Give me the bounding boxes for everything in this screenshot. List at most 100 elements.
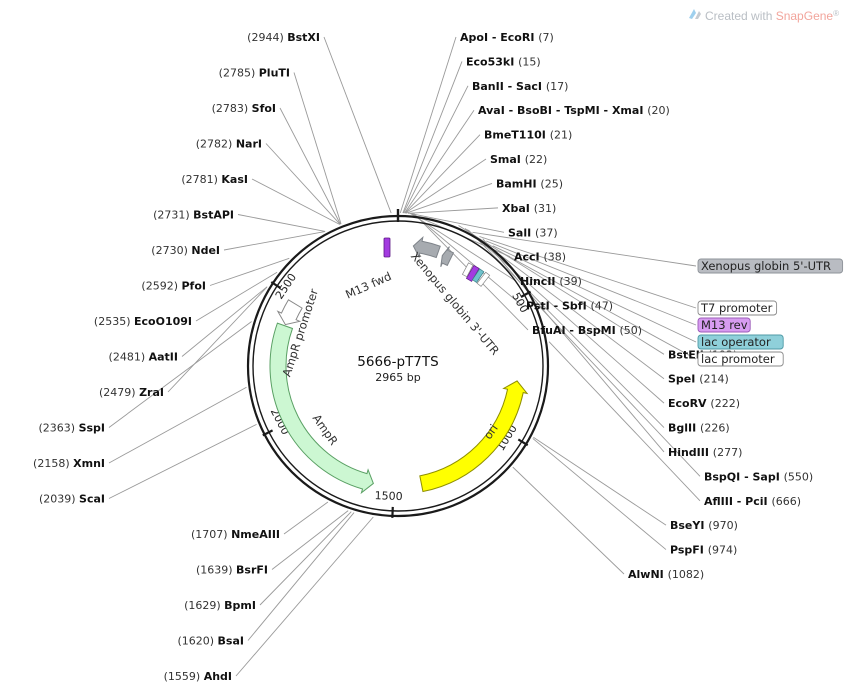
enzyme-callout-line <box>293 72 342 225</box>
enzyme-label[interactable]: BfuAI - BspMI (50) <box>532 324 642 337</box>
enzyme-callout-line <box>271 510 349 570</box>
promoter-cluster[interactable] <box>461 262 491 287</box>
xenopus-globin-5utr-feature[interactable] <box>440 246 455 268</box>
enzyme-callout-line <box>538 305 701 477</box>
tick-label: 1500 <box>374 489 402 503</box>
ampr-promoter-feature[interactable] <box>276 299 303 326</box>
enzyme-label[interactable]: (2781) KasI <box>181 173 248 186</box>
enzyme-label[interactable]: HincII (39) <box>520 275 582 288</box>
enzyme-label[interactable]: BglII (226) <box>668 422 730 435</box>
enzyme-callout-line <box>402 61 463 214</box>
features <box>269 235 529 495</box>
legend-callout-line <box>486 240 697 326</box>
enzyme-callout-line <box>482 238 665 453</box>
legend-item[interactable]: lac promoter <box>697 351 784 367</box>
legend-callout-line <box>472 231 697 267</box>
enzyme-callout-line <box>404 109 475 214</box>
enzyme-label[interactable]: (2479) ZraI <box>99 386 164 399</box>
enzyme-label[interactable]: (2730) NdeI <box>151 244 220 257</box>
enzyme-callout-line <box>108 321 252 428</box>
snapgene-logo-icon <box>689 9 701 19</box>
legend-swatch <box>697 300 778 316</box>
enzyme-label[interactable]: BamHI (25) <box>496 177 563 190</box>
xenopus-3utr-label: Xenopus globin 3'-UTR <box>408 249 502 358</box>
legend-label: lac promoter <box>701 352 775 366</box>
enzyme-label[interactable]: (2782) NarI <box>196 138 262 151</box>
plasmid-size: 2965 bp <box>375 371 420 384</box>
enzyme-label[interactable]: (1629) BpmI <box>184 599 256 612</box>
enzyme-label[interactable]: (1620) BsaI <box>177 635 244 648</box>
ampr-feature[interactable] <box>269 322 374 495</box>
enzyme-label[interactable]: Eco53kI (15) <box>466 55 541 68</box>
enzyme-label[interactable]: PspFI (974) <box>670 544 737 557</box>
enzyme-callout-line <box>237 214 326 232</box>
enzyme-label[interactable]: BseYI (970) <box>670 519 738 532</box>
enzyme-label[interactable]: PstI - SbfI (47) <box>526 300 613 313</box>
xenopus-globin-3utr-feature[interactable] <box>412 235 441 259</box>
legend-swatch <box>697 258 844 274</box>
m13-fwd-feature[interactable] <box>383 237 391 258</box>
enzyme-callout-line <box>265 143 341 225</box>
enzyme-label[interactable]: (1559) AhdI <box>164 670 232 683</box>
enzyme-label[interactable]: (2785) PluTI <box>219 67 290 80</box>
enzyme-label[interactable]: EcoRV (222) <box>668 397 740 410</box>
enzyme-label[interactable]: SmaI (22) <box>490 153 547 166</box>
legend-label: Xenopus globin 5'-UTR <box>701 259 831 273</box>
enzyme-callout-line <box>412 213 523 306</box>
tick-mark <box>517 438 529 447</box>
enzyme-callout-line <box>259 511 352 606</box>
enzyme-label[interactable]: (2039) ScaI <box>39 493 105 506</box>
enzyme-callout-line <box>251 178 341 225</box>
enzyme-callout-line <box>404 158 487 214</box>
enzyme-callout-line <box>533 436 667 526</box>
legend-item[interactable]: T7 promoter <box>697 300 778 316</box>
enzyme-label[interactable]: (2783) SfoI <box>212 102 276 115</box>
enzyme-label[interactable]: HindIII (277) <box>668 446 742 459</box>
legend-swatch <box>697 334 784 350</box>
enzyme-label[interactable]: AflIII - PciI (666) <box>704 495 801 508</box>
enzyme-label[interactable]: BspQI - SapI (550) <box>704 470 813 483</box>
enzyme-label[interactable]: BmeT110I (21) <box>484 129 572 142</box>
enzyme-callout-line <box>323 36 392 214</box>
enzyme-label[interactable]: (1639) BsrFI <box>196 564 268 577</box>
enzyme-label[interactable]: (1707) NmeAIII <box>191 528 280 541</box>
enzyme-callout-line <box>458 225 665 355</box>
enzyme-callout-line <box>108 386 247 464</box>
enzyme-callout-line <box>512 466 625 575</box>
enzyme-label[interactable]: (2363) SspI <box>38 422 105 435</box>
enzyme-label[interactable]: (2592) PfoI <box>141 280 206 293</box>
enzyme-label[interactable]: XbaI (31) <box>502 202 556 215</box>
enzyme-label[interactable]: (2731) BstAPI <box>153 209 234 222</box>
enzyme-callout-line <box>548 341 701 502</box>
enzyme-label[interactable]: SpeI (214) <box>668 373 729 386</box>
legend-callout-line <box>498 250 697 360</box>
legend-item[interactable]: lac operator <box>697 334 784 350</box>
legend-swatch <box>697 351 784 367</box>
enzyme-callout-line <box>247 512 355 641</box>
enzyme-label[interactable]: (2158) XmnI <box>33 457 105 470</box>
legend-item[interactable]: Xenopus globin 5'-UTR <box>697 258 844 274</box>
legend-label: T7 promoter <box>700 301 773 315</box>
enzyme-label[interactable]: (2535) EcoO109I <box>94 315 192 328</box>
legend-item[interactable]: M13 rev <box>697 317 751 333</box>
enzyme-label[interactable]: AccI (38) <box>514 251 566 264</box>
enzyme-label[interactable]: SalI (37) <box>508 226 558 239</box>
legend-callout-line <box>479 236 697 309</box>
enzyme-label[interactable]: BanII - SacI (17) <box>472 80 568 93</box>
snapgene-credit: Created with SnapGene® <box>689 9 839 23</box>
enzyme-callout-line <box>195 271 278 322</box>
enzyme-label[interactable]: AvaI - BsoBI - TspMI - XmaI (20) <box>478 104 670 117</box>
ori-feature[interactable] <box>419 380 529 493</box>
enzyme-label[interactable]: (2481) AatII <box>109 351 178 364</box>
enzyme-callout-line <box>283 501 329 535</box>
enzyme-callout-line <box>279 107 341 225</box>
tick-mark <box>520 290 532 298</box>
enzyme-callout-line <box>108 423 257 499</box>
enzyme-callout-line <box>399 36 457 214</box>
legend-callout-line <box>492 245 697 343</box>
enzyme-label[interactable]: (2944) BstXI <box>247 31 320 44</box>
enzyme-label[interactable]: ApoI - EcoRI (7) <box>460 31 554 44</box>
enzyme-label[interactable]: AlwNI (1082) <box>628 568 704 581</box>
